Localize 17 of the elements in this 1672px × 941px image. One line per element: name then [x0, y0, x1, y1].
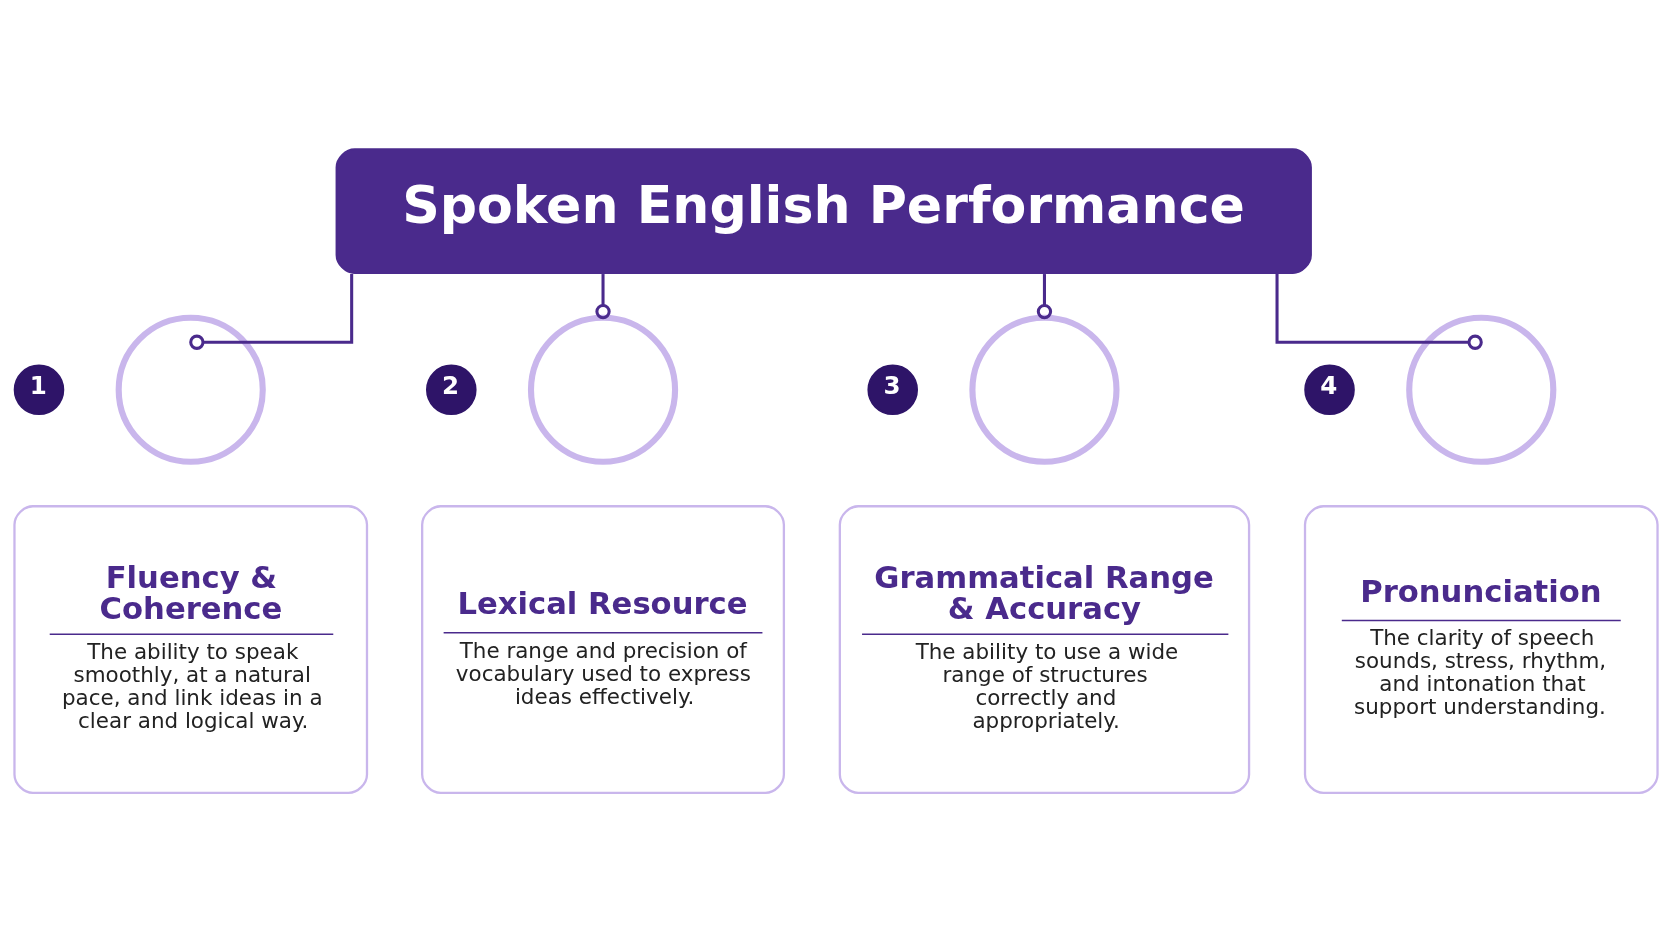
node-circle [115, 314, 266, 465]
node-circle: 2 [426, 363, 477, 415]
node-box: Lexical Resource The range and precision of vocabulary used to express ideas effectively. [421, 504, 786, 794]
node-box: Fluency & Coherence The ability to speak smoothly, at a natural pace, and link ideas in a clear and logical way. [13, 504, 369, 794]
node-circle [969, 314, 1120, 465]
node-circle [527, 314, 679, 465]
connector [1275, 273, 1483, 350]
connector [189, 273, 354, 350]
connector [1036, 273, 1053, 319]
node-circle: 1 [13, 363, 65, 415]
connector [595, 273, 611, 319]
node-box: Spoken English Performance [335, 147, 1312, 274]
node-box: Grammatical Range & Accuracy The ability to use a wide range of structures correctly and appropriately. [838, 504, 1251, 794]
node-circle [1406, 314, 1557, 465]
node-circle: 4 [1304, 363, 1355, 415]
node-circle: 3 [867, 363, 918, 415]
node-box: Pronunciation The clarity of speech sounds, stress, rhythm, and intonation that support understanding. [1303, 504, 1659, 794]
